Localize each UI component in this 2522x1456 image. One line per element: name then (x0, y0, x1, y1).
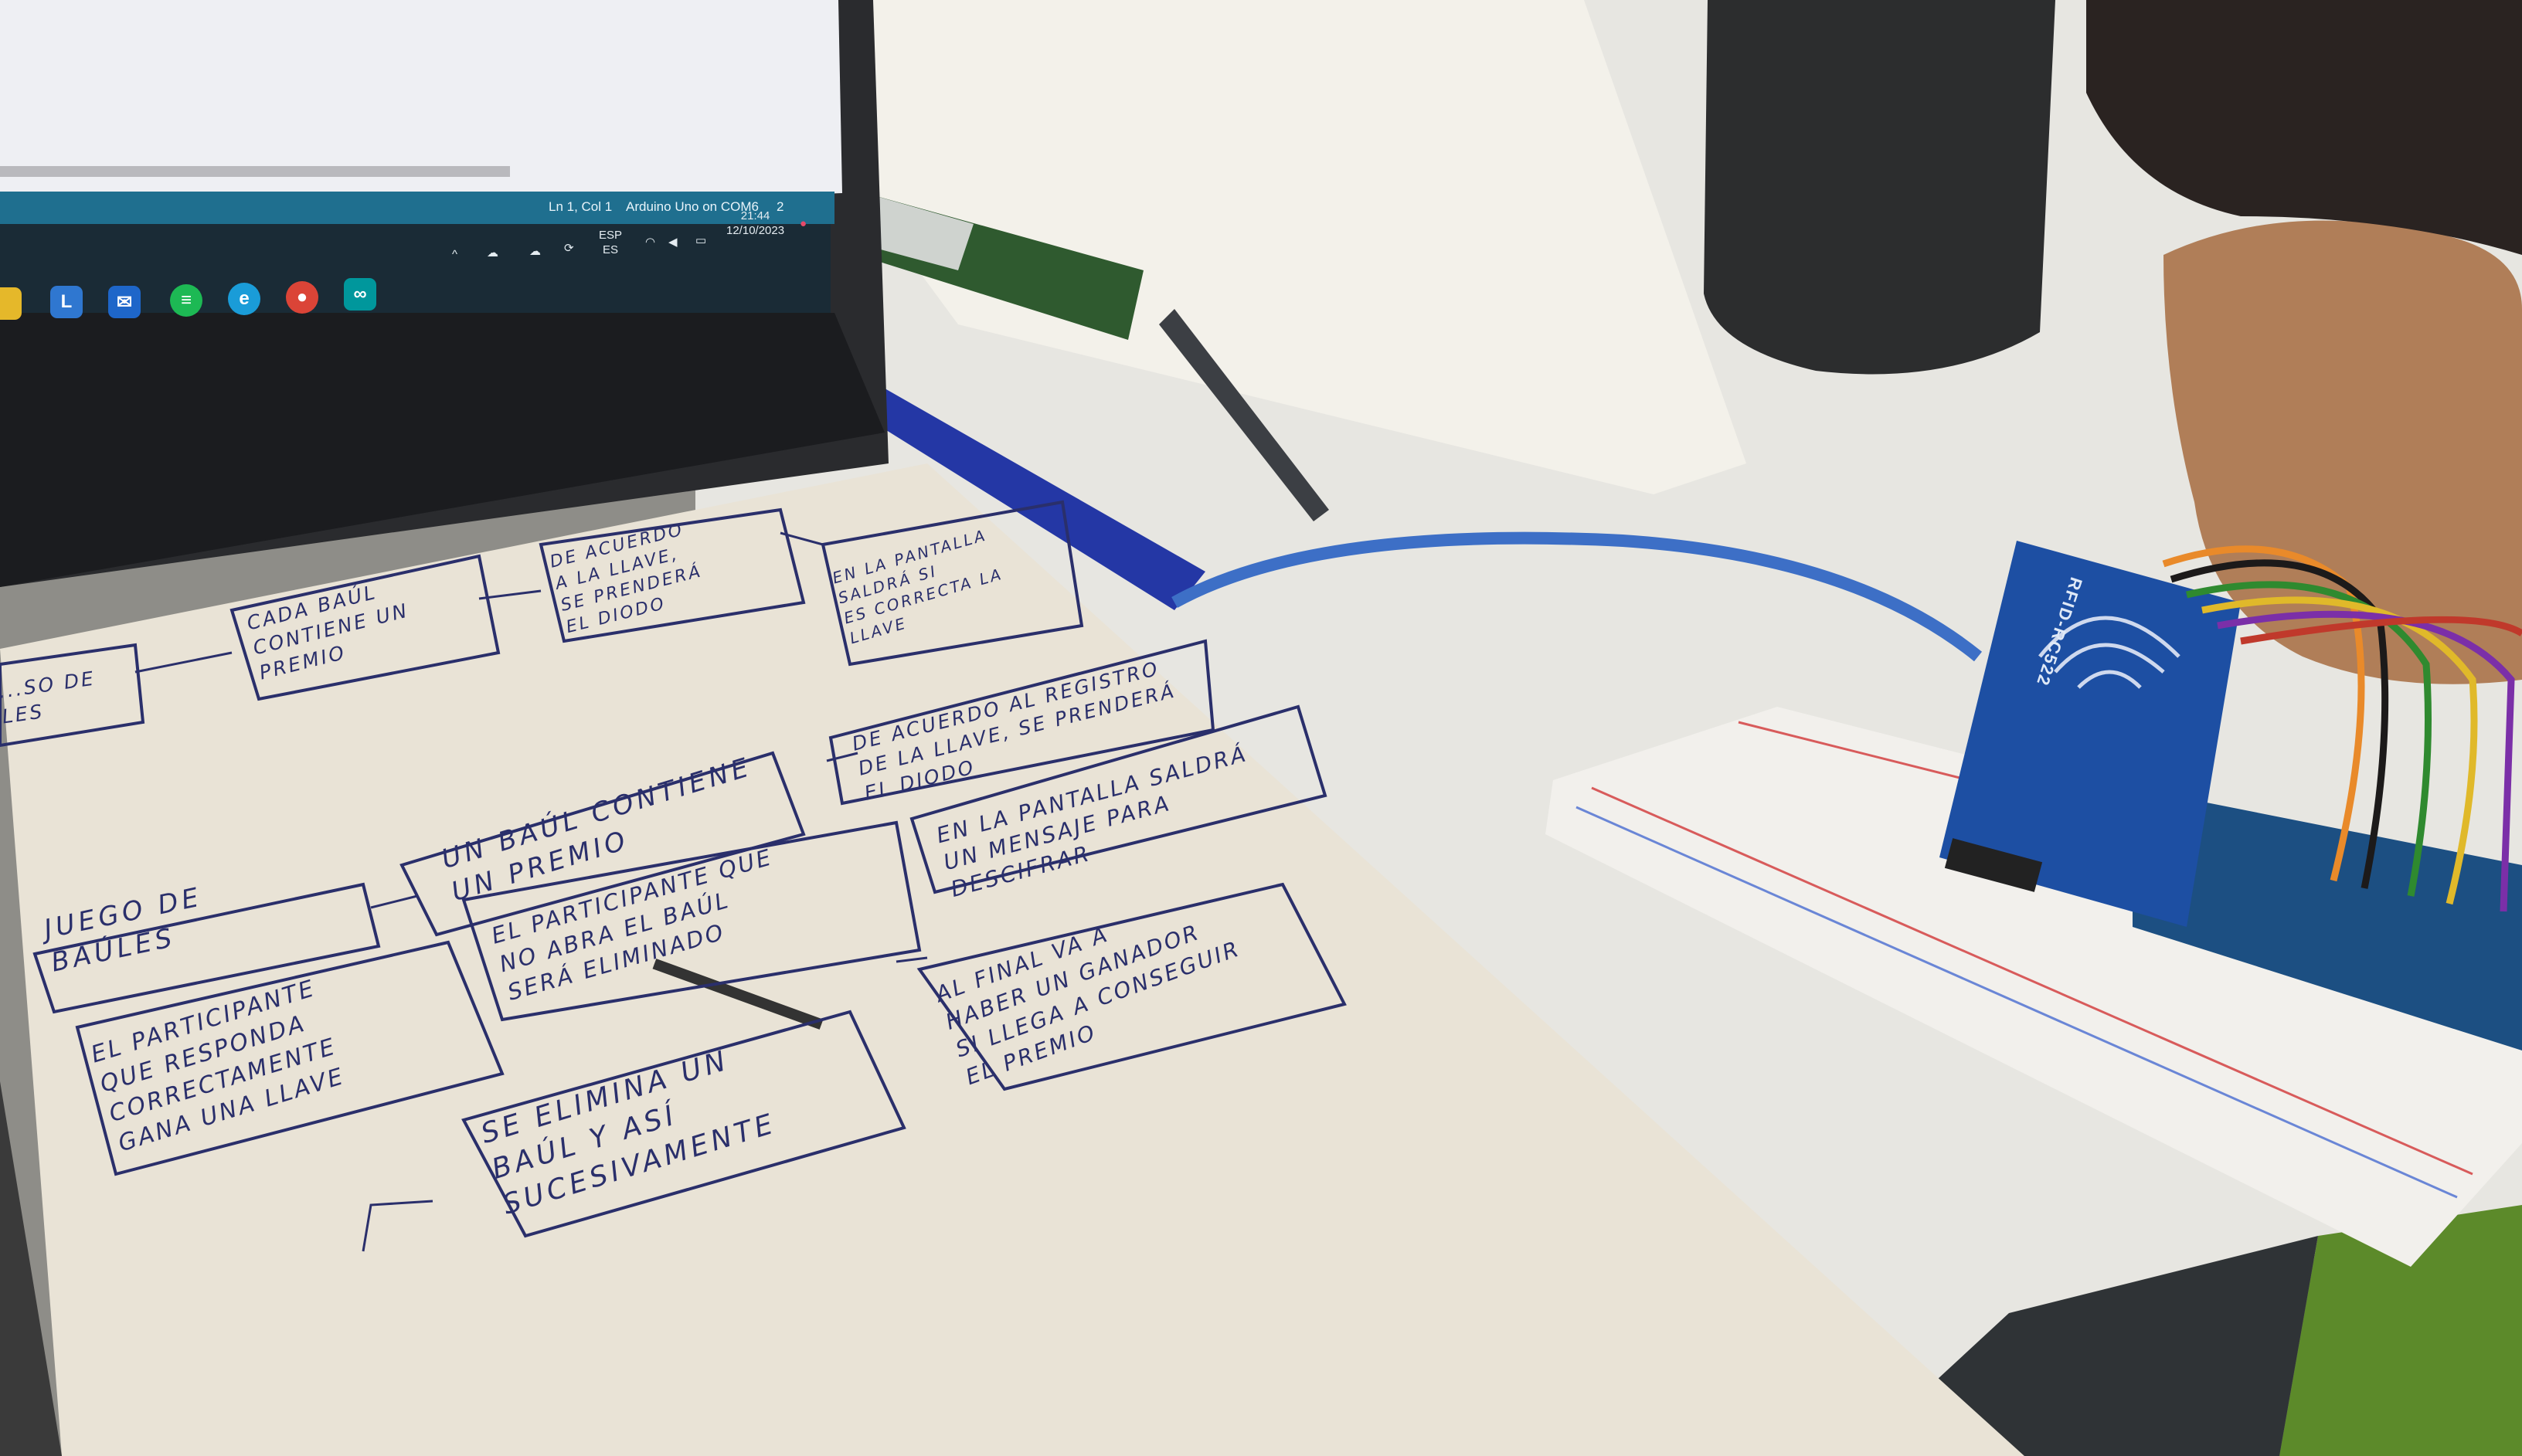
back-paper (842, 0, 1746, 494)
onedrive-icon[interactable]: ☁ (529, 245, 541, 258)
rfid-module (1939, 541, 2241, 927)
floor (2279, 1205, 2522, 1456)
bottle (1704, 0, 2055, 375)
usb-cable (1171, 531, 1983, 662)
spotify-icon[interactable]: ≡ (170, 284, 202, 317)
pen-blue (865, 386, 1205, 610)
language-indicator[interactable]: ESP ES (599, 228, 622, 257)
layout-code: ES (603, 243, 619, 256)
chrome-icon[interactable]: ● (286, 281, 318, 314)
clock-time: 21:44 (740, 209, 770, 222)
chevron-up-icon[interactable]: ^ (452, 248, 458, 261)
person-arm (2163, 220, 2522, 684)
sticky-notes-icon[interactable] (0, 287, 22, 320)
editor-status-bar: Ln 1, Col 1 Arduino Uno on COM6 2 (0, 192, 834, 224)
l-app-icon[interactable]: L (50, 286, 83, 318)
flowchart-boxes (0, 500, 1347, 1238)
pen-black (1159, 309, 1329, 521)
arduino-board (2133, 788, 2522, 1050)
board-port[interactable]: Arduino Uno on COM6 (626, 199, 759, 214)
cursor-position: Ln 1, Col 1 (549, 199, 613, 214)
language-code: ESP (599, 229, 623, 242)
edge-icon[interactable]: e (228, 283, 260, 315)
notebook-paper (0, 463, 2024, 1456)
clock-date: 12/10/2023 (726, 224, 785, 237)
updates-icon[interactable]: ⟳ (564, 242, 574, 255)
battery-icon[interactable]: ▭ (695, 234, 707, 247)
wifi-icon[interactable]: ◠ (645, 236, 656, 249)
mail-icon[interactable]: ✉ (108, 286, 141, 318)
windows-taskbar: L ✉ ≡ e ● ∞ ^ ☁ ☁ ⟳ ESP ES ◠ ◀ ▭ 21:44 1… (0, 209, 831, 320)
volume-icon[interactable]: ◀ (668, 236, 678, 249)
notification-icon[interactable]: ● (800, 217, 807, 230)
laptop-screen (0, 0, 842, 224)
cloud-icon[interactable]: ☁ (487, 246, 498, 260)
clock[interactable]: 21:44 12/10/2023 (726, 209, 784, 238)
notification-count[interactable]: 2 (777, 199, 784, 214)
arduino-icon[interactable]: ∞ (344, 278, 376, 311)
